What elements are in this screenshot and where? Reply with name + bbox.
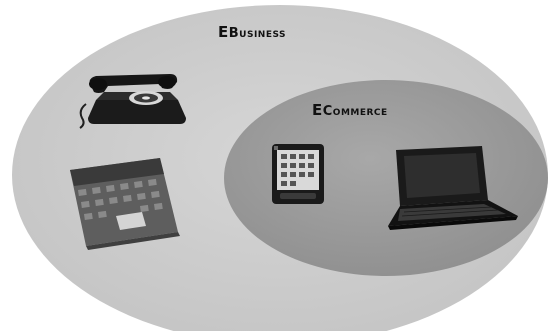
laptop-computer-icon <box>388 146 518 230</box>
ebusiness-label-initial: E <box>218 23 229 41</box>
rotary-telephone-icon <box>79 74 186 129</box>
pda-handheld-icon <box>272 144 324 204</box>
ebusiness-label-rest: Business <box>228 26 287 41</box>
ebusiness-label: EBusiness <box>218 22 286 41</box>
ecommerce-label-initial: E <box>312 101 323 119</box>
ecommerce-set-circle <box>224 80 548 276</box>
ecommerce-label-rest: Commerce <box>322 104 388 119</box>
printed-catalog-icon <box>70 158 180 250</box>
ecommerce-label: ECommerce <box>312 100 388 119</box>
